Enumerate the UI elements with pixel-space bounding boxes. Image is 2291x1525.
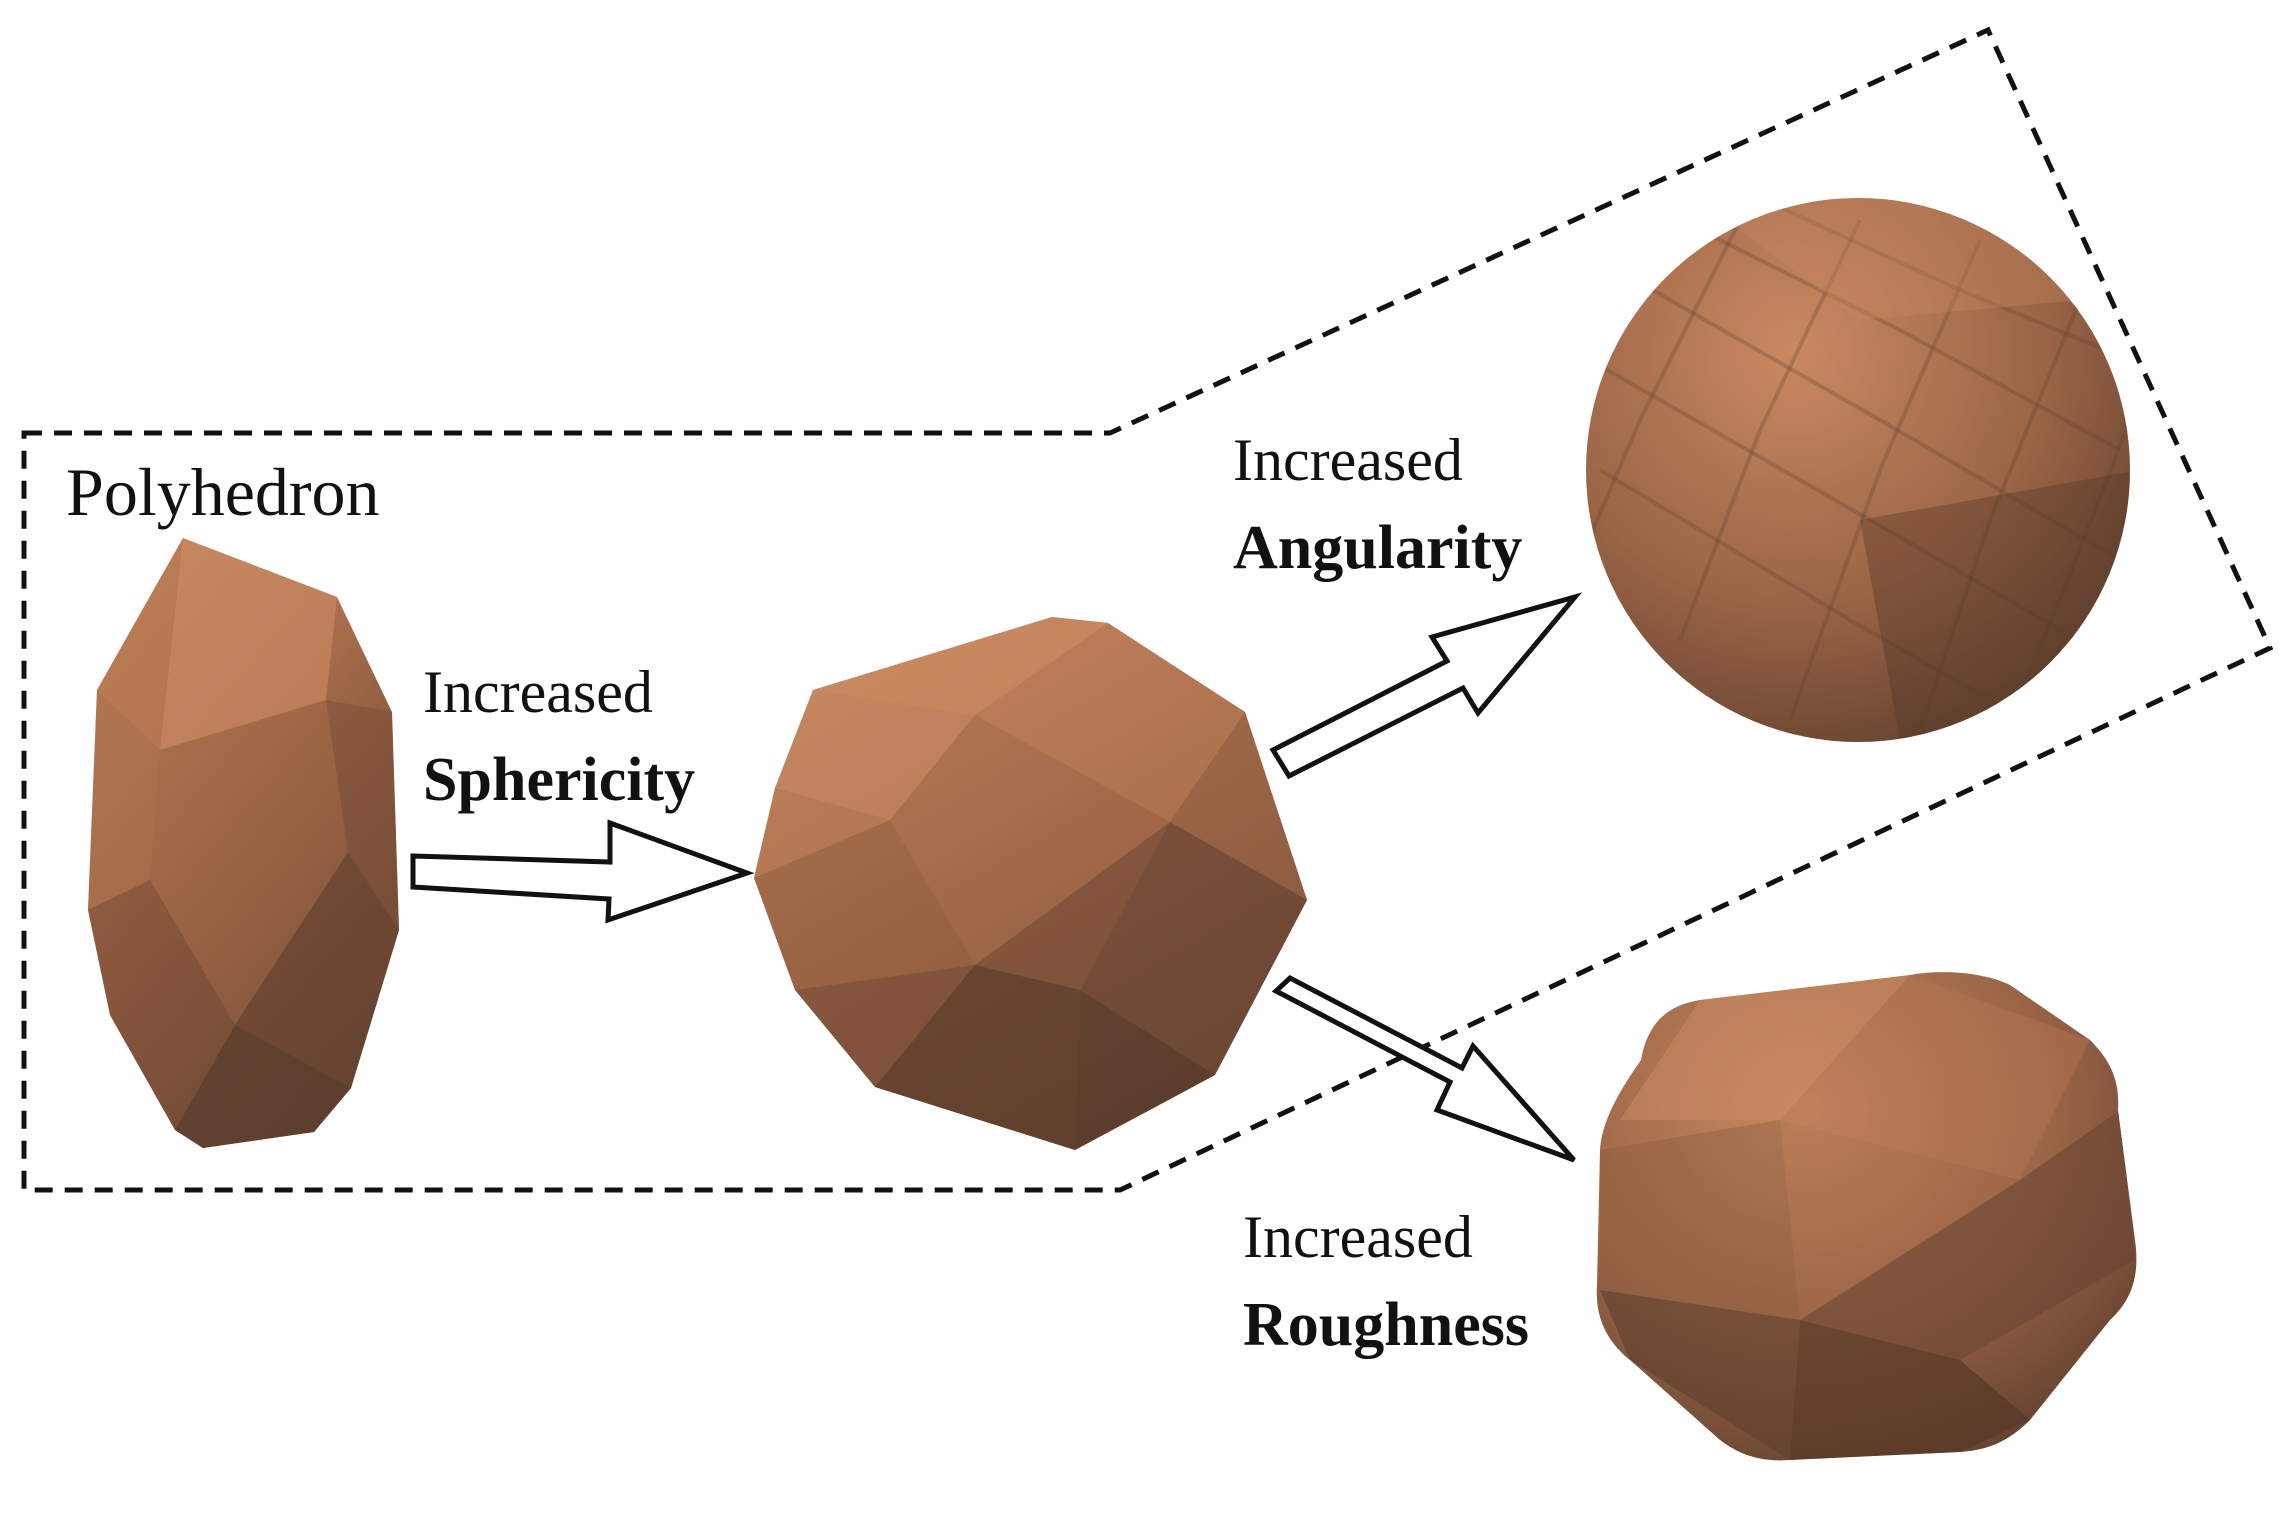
arrow-to-angularity	[1269, 592, 1583, 780]
polyhedron-title: Polyhedron	[66, 454, 380, 530]
angularity-prefix-label: Increased	[1233, 427, 1463, 493]
sphericity-label: Sphericity	[423, 746, 695, 814]
angular-sphere-particle	[1586, 198, 2130, 742]
angularity-label: Angularity	[1233, 514, 1522, 582]
arrow-to-roughness	[1271, 974, 1576, 1163]
roughness-prefix-label: Increased	[1243, 1204, 1473, 1270]
polyhedron-group-boundary	[21, 26, 2274, 1193]
spherical-polyhedron-particle	[754, 617, 1307, 1150]
elongated-polyhedron-particle	[88, 538, 399, 1148]
rough-rounded-particle	[1596, 972, 2137, 1461]
sphericity-prefix-label: Increased	[423, 659, 653, 725]
roughness-label: Roughness	[1243, 1291, 1529, 1359]
arrow-to-sphericity	[410, 819, 755, 924]
